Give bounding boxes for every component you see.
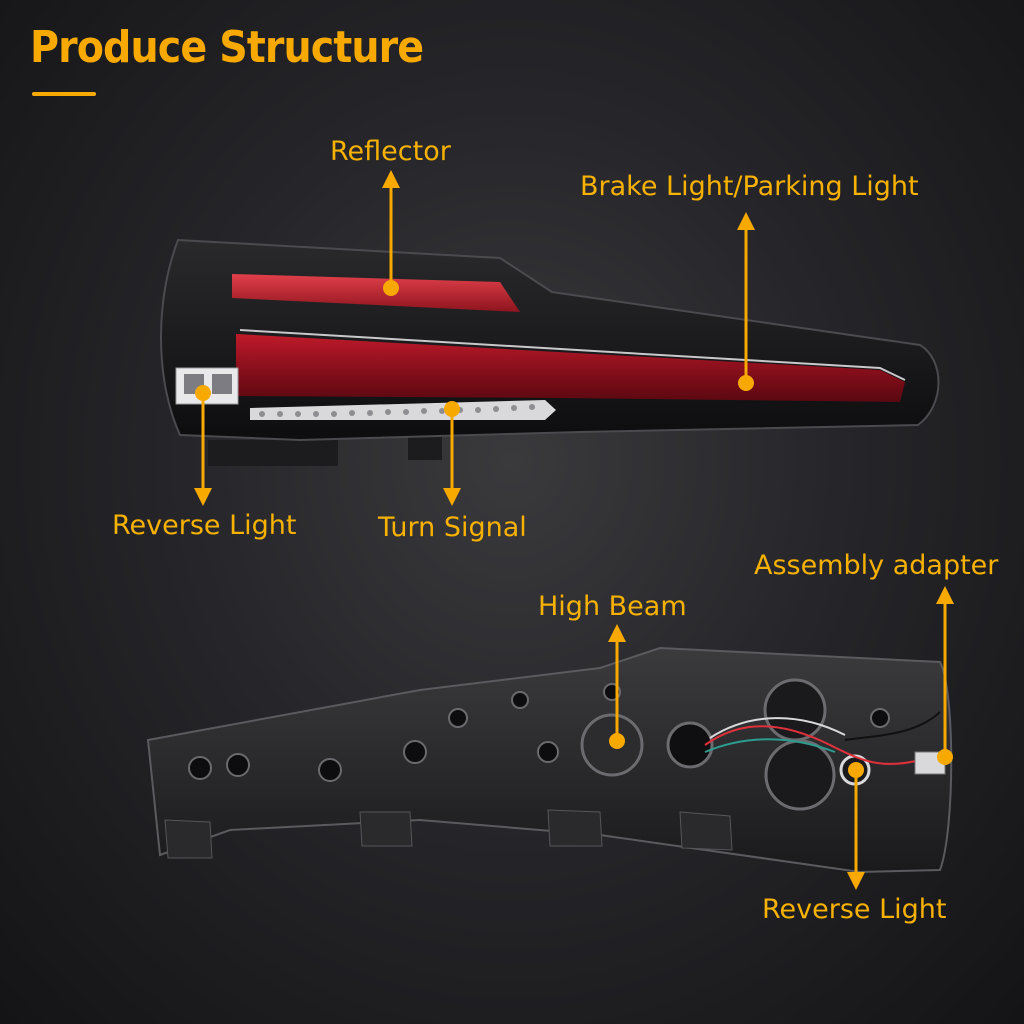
reflector-pointer [382, 170, 400, 296]
label-reverse-light-back: Reverse Light [762, 894, 947, 925]
label-high-beam: High Beam [538, 591, 687, 622]
mount-clip-left [208, 440, 338, 466]
tail-light-back-view [146, 646, 953, 874]
label-reflector: Reflector [330, 136, 451, 167]
title-underline [32, 92, 96, 96]
reflector-lens [232, 274, 520, 312]
label-assembly-adapter: Assembly adapter [754, 550, 999, 581]
mount-clip-center [408, 436, 442, 460]
turn-signal-lens [250, 400, 556, 420]
label-reverse-light-front: Reverse Light [112, 510, 297, 541]
mount-tab [679, 811, 733, 851]
mount-tab [359, 811, 413, 847]
bulb-socket [764, 739, 836, 811]
reverse-light-front-pointer [194, 385, 212, 506]
high-beam-pointer [608, 624, 626, 749]
turn-signal-pointer [443, 401, 461, 506]
mount-tab [164, 819, 213, 859]
page-title: Produce Structure [30, 22, 424, 73]
reverse-light-back-pointer [847, 762, 865, 890]
bulb-socket [666, 721, 714, 769]
tail-light-front-view [160, 238, 940, 466]
brake-light-pointer [737, 212, 755, 391]
mount-tab [547, 809, 603, 847]
brake-light-lens [236, 334, 905, 402]
label-brake-parking-light: Brake Light/Parking Light [580, 171, 919, 202]
assembly-adapter-pointer [936, 586, 954, 765]
wiring-harness [704, 711, 941, 766]
label-turn-signal: Turn Signal [378, 512, 527, 543]
callout-pointers [194, 170, 954, 890]
